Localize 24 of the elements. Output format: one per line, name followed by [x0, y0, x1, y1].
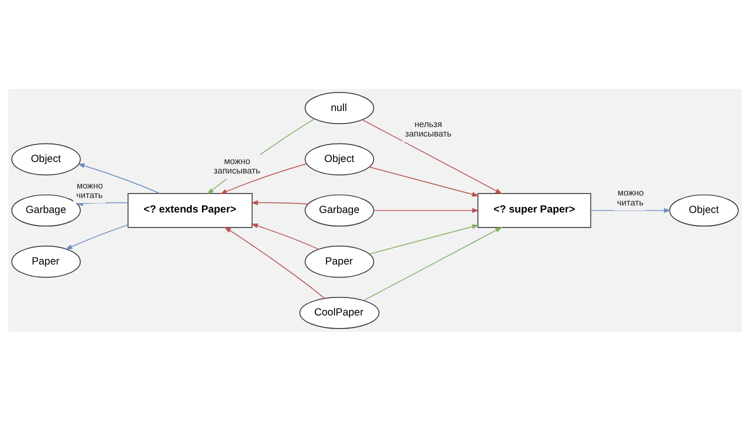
arrow: [369, 224, 479, 254]
edge-label: можно записывать: [214, 156, 260, 176]
node-ellipse: CoolPaper: [299, 296, 380, 329]
arrow: [65, 224, 128, 250]
node-ellipse: Object: [11, 143, 81, 176]
arrow: [362, 119, 502, 194]
node-ellipse: Object: [304, 143, 374, 176]
node-ellipse: Object: [669, 194, 739, 227]
arrow: [78, 163, 160, 194]
node-ellipse: Garbage: [304, 194, 374, 227]
arrow: [369, 166, 479, 197]
arrow: [220, 163, 308, 194]
arrow: [373, 208, 480, 213]
node-box: <? super Paper>: [477, 193, 592, 228]
edge-label: нельзя записывать: [404, 119, 452, 139]
arrow: [590, 208, 671, 213]
arrow: [250, 200, 308, 206]
arrow: [364, 226, 502, 301]
edge-label: можно читать: [617, 188, 644, 208]
arrow: [251, 224, 320, 250]
arrow: [224, 226, 325, 299]
node-box: <? extends Paper>: [128, 193, 253, 228]
node-ellipse: null: [304, 92, 374, 124]
node-ellipse: Paper: [304, 246, 374, 278]
